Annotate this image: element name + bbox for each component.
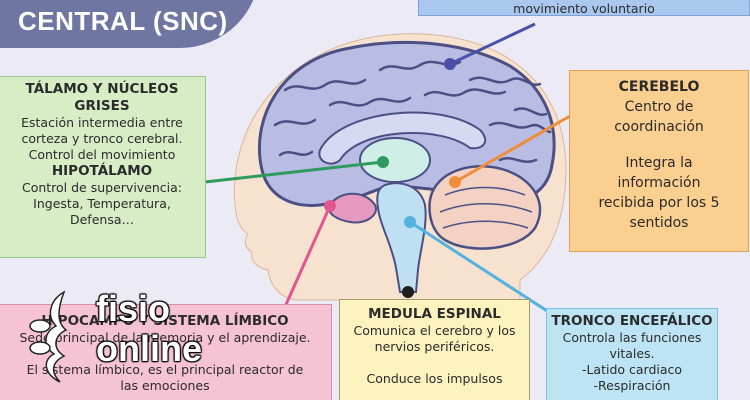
- cerebelo-line-3: Integra la: [625, 155, 693, 171]
- tronco-line-2: vitales.: [609, 346, 655, 361]
- talamo-line-6: Defensa…: [69, 212, 134, 227]
- logo-word-online: online: [96, 328, 202, 369]
- fisioonline-logo: fisio online: [20, 286, 240, 386]
- cerebellum-folds: [439, 186, 533, 229]
- page-title: CENTRAL (SNC): [18, 6, 228, 36]
- medula-line-3: Conduce los impulsos: [366, 371, 503, 386]
- box-cerebelo: CEREBELO Centro de coordinación Integra …: [569, 70, 749, 252]
- connector-talamo: [204, 160, 384, 184]
- spine-logo-icon: [29, 290, 68, 383]
- cerebelo-heading: CEREBELO: [618, 79, 700, 95]
- medula-heading: MEDULA ESPINAL: [368, 306, 501, 322]
- tronco-line-1: Controla las funciones: [562, 330, 702, 345]
- connector-cerebelo: [454, 110, 578, 184]
- hipotalamo-heading: HIPOTÁLAMO: [51, 163, 153, 179]
- medula-gap: [346, 355, 523, 371]
- corpus-callosum: [318, 111, 487, 165]
- talamo-line-2: corteza y tronco cerebral.: [21, 131, 183, 146]
- tronco-line-3: -Latido cardiaco: [581, 362, 683, 377]
- medula-line-1: Comunica el cerebro y los: [353, 323, 516, 338]
- cerebelo-line-4: información: [617, 175, 701, 191]
- box-tronco: TRONCO ENCEFÁLICO Controla las funciones…: [546, 308, 718, 400]
- talamo-line-3: Control del movimiento: [28, 147, 176, 162]
- hipocampo-line-1: Sede principal de la memoria y el aprend…: [19, 330, 311, 345]
- box-talamo: TÁLAMO Y NÚCLEOS GRISES Estación interme…: [0, 76, 206, 258]
- talamo-line-4: Control de supervivencia:: [21, 180, 183, 195]
- hipocampo-heading: HIPOCAMPO Y SISTEMA LÍMBICO: [41, 313, 289, 329]
- logo-word-fisio: fisio: [96, 288, 171, 329]
- cerebelo-gap: [576, 137, 742, 153]
- connector-top: [449, 22, 536, 66]
- cerebelo-line-6: sentidos: [629, 215, 689, 231]
- cerebelo-line-5: recibida por los 5: [598, 195, 720, 211]
- connector-lines: [204, 22, 578, 320]
- tronco-heading: TRONCO ENCEFÁLICO: [551, 313, 713, 329]
- box-medula: MEDULA ESPINAL Comunica el cerebro y los…: [339, 299, 530, 400]
- talamo-heading-2: GRISES: [74, 98, 130, 114]
- cerebelo-line-2: coordinación: [614, 119, 704, 135]
- cerebellum: [428, 165, 542, 250]
- cerebelo-line-1: Centro de: [624, 99, 694, 115]
- brainstem: [376, 182, 427, 293]
- tronco-line-4: -Respiración: [593, 378, 671, 393]
- hipocampo-line-3: las emociones: [120, 378, 210, 393]
- connector-tronco: [409, 220, 559, 320]
- box-top-cortex: movimiento voluntario: [418, 0, 750, 16]
- box-top-text: movimiento voluntario: [513, 1, 655, 16]
- limbic-region: [328, 192, 377, 224]
- connector-hipocampo: [278, 205, 332, 319]
- talamo-line-1: Estación intermedia entre: [21, 115, 183, 130]
- talamo-heading-1: TÁLAMO Y NÚCLEOS: [25, 81, 179, 97]
- medula-line-2: nervios periféricos.: [374, 339, 495, 354]
- brain-gyri: [273, 60, 552, 163]
- thalamus: [359, 137, 431, 183]
- hipocampo-line-2: El sistema límbico, es el principal reac…: [26, 362, 304, 377]
- connector-dots: [324, 58, 461, 298]
- talamo-line-5: Ingesta, Temperatura,: [33, 196, 171, 211]
